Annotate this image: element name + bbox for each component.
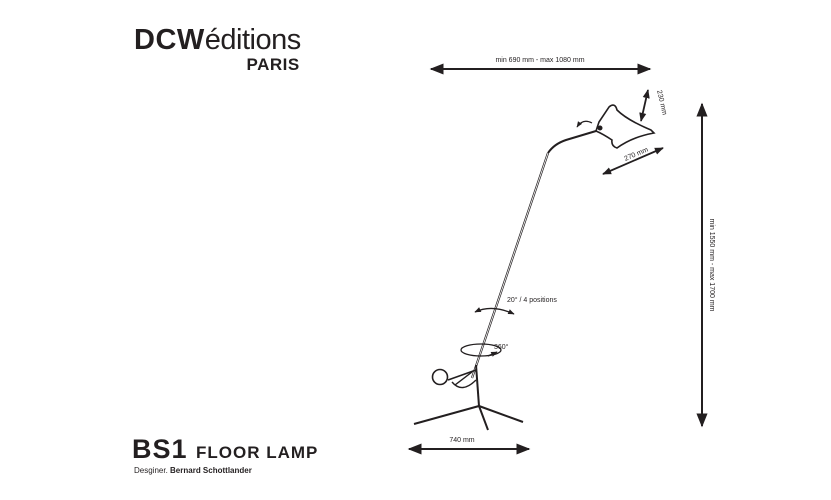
counterweight-brace (454, 371, 473, 386)
tilt-label: 20° / 4 positions (507, 296, 557, 304)
shade-height-dimension: 230 mm (639, 89, 668, 122)
arm-width-dimension: min 690 mm - max 1080 mm (429, 57, 652, 75)
shade-height-label: 230 mm (655, 90, 668, 116)
designer-name: Bernard Schottlander (170, 466, 252, 475)
lamp-arm-top (547, 130, 597, 154)
brand-logo-bold: DCW (134, 24, 205, 56)
tripod-leg-left (413, 405, 480, 425)
rotation-ring (460, 343, 502, 357)
brand-city: PARIS (246, 55, 300, 74)
counterweight-rod (447, 369, 477, 381)
lamp-illustration (413, 104, 656, 431)
lamp-shade (595, 104, 656, 149)
brand-logo-light: éditions (204, 24, 301, 56)
base-width-label: 740 mm (449, 437, 474, 444)
brand-logo: DCWéditions PARIS (134, 26, 301, 74)
designer-label: Desginer. (134, 466, 168, 475)
tilt-arrow (474, 307, 515, 315)
shade-joint (597, 125, 603, 131)
height-dimension: min 1550 mm - max 1700 mm (696, 102, 715, 428)
base-width-dimension: 740 mm (407, 437, 531, 455)
rotation-label: 360° (494, 343, 509, 351)
brand-wordmark: DCWéditions (134, 26, 301, 55)
lamp-arm-inner (471, 152, 549, 379)
shade-pivot-arrow (576, 120, 593, 128)
tripod-leg-front (478, 405, 489, 431)
product-title: BS1 FLOOR LAMP (132, 436, 318, 463)
rotation-arrow (487, 351, 498, 357)
shade-length-arrow (602, 147, 664, 175)
tripod-leg-right (478, 405, 524, 423)
shade-length-dimension: 270 mm (602, 146, 664, 175)
arm-width-label: min 690 mm - max 1080 mm (495, 57, 584, 64)
counterweight-ball (431, 368, 449, 386)
designer-credit: Desginer. Bernard Schottlander (134, 466, 252, 475)
product-type: FLOOR LAMP (195, 443, 319, 462)
product-model: BS1 (132, 434, 188, 464)
shade-height-arrow (639, 89, 650, 122)
height-label: min 1550 mm - max 1700 mm (708, 219, 715, 312)
counterweight-bracket (451, 379, 477, 389)
lamp-stem (475, 364, 480, 407)
